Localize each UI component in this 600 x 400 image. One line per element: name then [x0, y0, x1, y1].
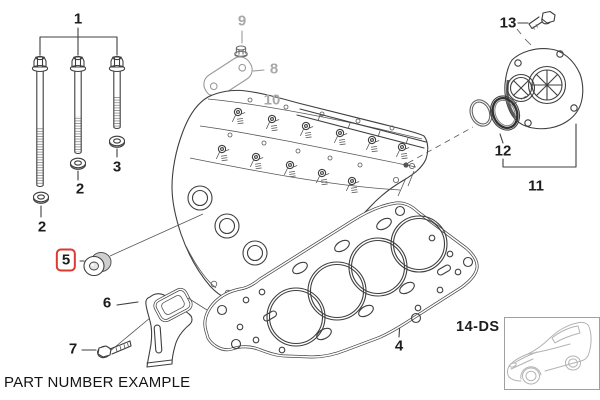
part-callout-2[interactable]: 2	[37, 218, 47, 236]
car-outline-icon	[507, 321, 592, 385]
part-callout-9[interactable]: 9	[237, 12, 247, 30]
leader-lines	[40, 22, 577, 351]
washer-right	[108, 135, 126, 148]
head-gasket-illustration	[153, 201, 479, 359]
page-caption: PART NUMBER EXAMPLE	[4, 374, 191, 391]
cylinder-head-bolt-medium	[69, 55, 87, 155]
part-callout-2[interactable]: 2	[75, 180, 85, 198]
part-callout-13[interactable]: 13	[499, 14, 517, 32]
part-callout-11[interactable]: 11	[528, 177, 544, 195]
washer-left	[32, 191, 50, 204]
part-callout-6[interactable]: 6	[102, 294, 112, 312]
leader-plug-to-head	[109, 213, 204, 257]
part-callout-7[interactable]: 7	[68, 340, 78, 358]
part1-bracket-line	[39, 27, 118, 56]
part-callout-5[interactable]: 5	[55, 248, 77, 272]
blanking-flange-11	[504, 48, 584, 130]
bracket-bolt-illustration	[97, 340, 132, 359]
cylinder-head-bolt-short	[108, 55, 126, 130]
part-callout-4[interactable]: 4	[394, 337, 404, 355]
diagram-code: 14-DS	[456, 319, 500, 335]
part-callout-1[interactable]: 1	[73, 10, 83, 28]
part-callout-12[interactable]: 12	[494, 142, 512, 160]
cylinder-head-bolt-long	[31, 55, 49, 188]
part-callout-3[interactable]: 3	[112, 158, 122, 176]
washer-middle	[69, 157, 87, 170]
flange-bolt-13	[516, 10, 556, 56]
o-rings-12	[403, 94, 529, 168]
sealing-plug-illustration	[83, 252, 112, 277]
part-callout-10[interactable]: 10	[263, 91, 281, 109]
vehicle-thumbnail	[504, 317, 600, 390]
part-callout-8[interactable]: 8	[269, 60, 279, 78]
